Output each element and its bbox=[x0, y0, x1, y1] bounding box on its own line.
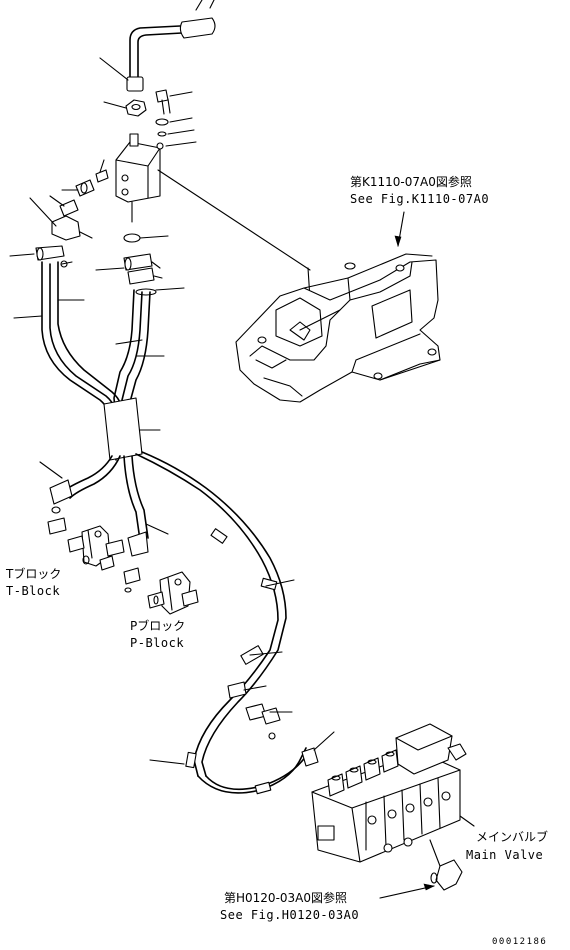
t-block-en-label: T-Block bbox=[6, 584, 60, 598]
p-block-en-label: P-Block bbox=[130, 636, 184, 650]
hydraulic-hoses bbox=[13, 261, 307, 795]
p-block-jp-label: Pブロック bbox=[130, 618, 185, 633]
t-block-group bbox=[47, 506, 125, 571]
hose-end-fittings bbox=[9, 245, 185, 296]
diagram-labels: 第K1110-07A0図参照 See Fig.K1110-07A0 Tブロック … bbox=[5, 174, 548, 947]
ref-bottom-jp-label: 第H0120-03A0図参照 bbox=[224, 890, 347, 905]
ref-top-jp-label: 第K1110-07A0図参照 bbox=[350, 174, 472, 189]
t-block-jp-label: Tブロック bbox=[5, 566, 61, 581]
bracket-assembly bbox=[235, 211, 441, 403]
main-valve-fittings bbox=[227, 681, 335, 767]
valve-fittings bbox=[29, 159, 169, 243]
control-valve-block bbox=[115, 133, 313, 331]
main-valve-jp-label: メインバルブ bbox=[476, 829, 548, 844]
main-valve-en-label: Main Valve bbox=[466, 848, 543, 862]
ref-top-en-label: See Fig.K1110-07A0 bbox=[350, 192, 489, 206]
main-valve bbox=[311, 723, 475, 899]
lever-pipe bbox=[99, 0, 216, 92]
p-block-group bbox=[123, 567, 199, 615]
drawing-code: 00012186 bbox=[492, 937, 547, 947]
fasteners-top bbox=[103, 89, 197, 147]
ref-bottom-en-label: See Fig.H0120-03A0 bbox=[220, 908, 359, 922]
